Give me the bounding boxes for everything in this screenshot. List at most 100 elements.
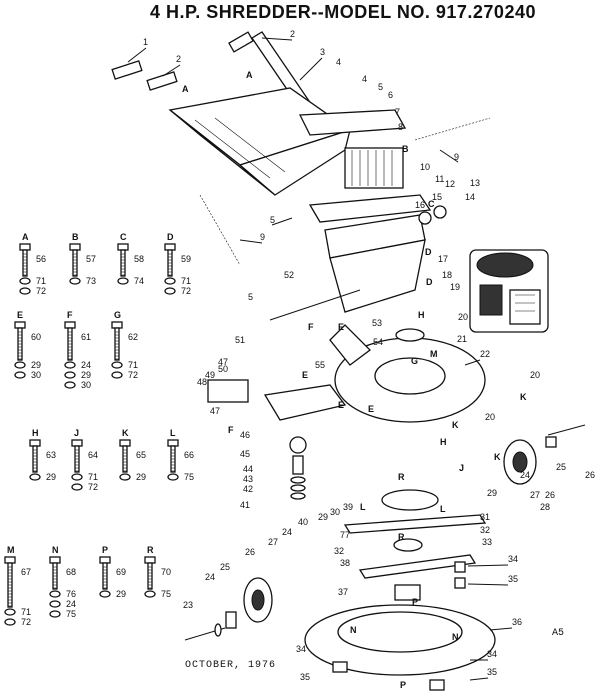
- blade-hub: [393, 538, 423, 552]
- hardware-letter: E: [17, 310, 23, 320]
- hardware-letter: K: [122, 428, 129, 438]
- washer-icon: [49, 590, 61, 598]
- deck-bracket: [329, 324, 371, 366]
- hardware-part-number: 62: [128, 332, 138, 342]
- bolt-head-icon: [19, 243, 31, 251]
- letter-marker-lG1: G: [411, 356, 418, 366]
- washer-icon: [111, 361, 123, 369]
- callout-c19: 19: [450, 282, 460, 292]
- callout-c17: 17: [438, 254, 448, 264]
- callout-c4a: 4: [336, 57, 341, 67]
- washer-icon: [64, 371, 76, 379]
- hardware-part-number: 29: [46, 472, 56, 482]
- callout-c44: 44: [243, 464, 253, 474]
- washer-icon: [71, 473, 83, 481]
- callout-c14: 14: [465, 192, 475, 202]
- callout-c9a: 9: [454, 152, 459, 162]
- hardware-part-number: 69: [116, 567, 126, 577]
- callout-c27a: 27: [268, 537, 278, 547]
- callout-c51: 51: [235, 335, 245, 345]
- callout-c13: 13: [470, 178, 480, 188]
- washer-icon: [119, 473, 131, 481]
- callout-c1: 1: [143, 37, 148, 47]
- washer-icon: [111, 371, 123, 379]
- grip-part-2b: [228, 31, 254, 53]
- washer-icon: [117, 277, 129, 285]
- hardware-part-number: 68: [66, 567, 76, 577]
- hardware-letter: G: [114, 310, 121, 320]
- hardware-part-number: 59: [181, 254, 191, 264]
- engine-cover: [476, 252, 534, 278]
- callout-c29a: 29: [318, 512, 328, 522]
- leader-line: [489, 627, 513, 631]
- callout-c25b: 25: [556, 462, 566, 472]
- spring-left: [199, 194, 241, 266]
- bracket-part-48: [207, 379, 249, 403]
- callout-c27b: 27: [530, 490, 540, 500]
- hardware-letter: F: [67, 310, 73, 320]
- washer-part-44: [290, 476, 306, 484]
- leader-line: [127, 47, 147, 63]
- engine-tank: [509, 289, 541, 325]
- washer-icon: [49, 600, 61, 608]
- hardware-part-number: 63: [46, 450, 56, 460]
- letter-marker-lR2: R: [398, 532, 405, 542]
- bolt-head-icon: [144, 556, 156, 564]
- lower-blade: [358, 554, 477, 579]
- callout-c53: 53: [372, 318, 382, 328]
- washer-part-43: [290, 484, 306, 492]
- leader-line: [271, 217, 293, 226]
- letter-marker-lR1: R: [398, 472, 405, 482]
- hardware-part-number: 76: [66, 589, 76, 599]
- callout-c34a: 34: [508, 554, 518, 564]
- callout-c48: 48: [197, 377, 207, 387]
- bolt-head-icon: [99, 556, 111, 564]
- hardware-part-number: 71: [88, 472, 98, 482]
- callout-c23: 23: [183, 600, 193, 610]
- hardware-part-number: 58: [134, 254, 144, 264]
- callout-c39: 39: [343, 502, 353, 512]
- callout-c46: 46: [240, 430, 250, 440]
- cover-plate: [308, 194, 432, 223]
- callout-c77: 77: [340, 530, 350, 540]
- washer-icon: [19, 287, 31, 295]
- bolt-head-icon: [71, 439, 83, 447]
- letter-marker-lL2: L: [440, 504, 446, 514]
- bolt-head-icon: [111, 321, 123, 329]
- callout-c26c: 26: [585, 470, 595, 480]
- hardware-part-number: 71: [21, 607, 31, 617]
- callout-c2a: 2: [176, 54, 181, 64]
- bolt-head-icon: [4, 556, 16, 564]
- callout-c47a: 47: [218, 357, 228, 367]
- letter-marker-lH2: H: [440, 437, 447, 447]
- hardware-part-number: 74: [134, 276, 144, 286]
- revision-date: OCTOBER, 1976: [185, 660, 277, 671]
- hardware-part-number: 61: [81, 332, 91, 342]
- callout-c2b: 2: [290, 29, 295, 39]
- washer-icon: [19, 277, 31, 285]
- hardware-part-number: 66: [184, 450, 194, 460]
- hardware-part-number: 24: [81, 360, 91, 370]
- callout-c8: 8: [398, 122, 403, 132]
- hardware-part-number: 29: [116, 589, 126, 599]
- letter-marker-lP2: P: [400, 680, 406, 690]
- callout-c34c: 34: [487, 649, 497, 659]
- callout-c41: 41: [240, 500, 250, 510]
- hardware-part-number: 64: [88, 450, 98, 460]
- callout-c43: 43: [243, 474, 253, 484]
- washer-icon: [167, 473, 179, 481]
- washer-part-42: [290, 492, 306, 500]
- washer-icon: [14, 371, 26, 379]
- callout-c38: 38: [340, 558, 350, 568]
- callout-c24a: 24: [205, 572, 215, 582]
- bolt-head-icon: [119, 439, 131, 447]
- callout-c20b: 20: [530, 370, 540, 380]
- callout-c33: 33: [482, 537, 492, 547]
- callout-c12: 12: [445, 179, 455, 189]
